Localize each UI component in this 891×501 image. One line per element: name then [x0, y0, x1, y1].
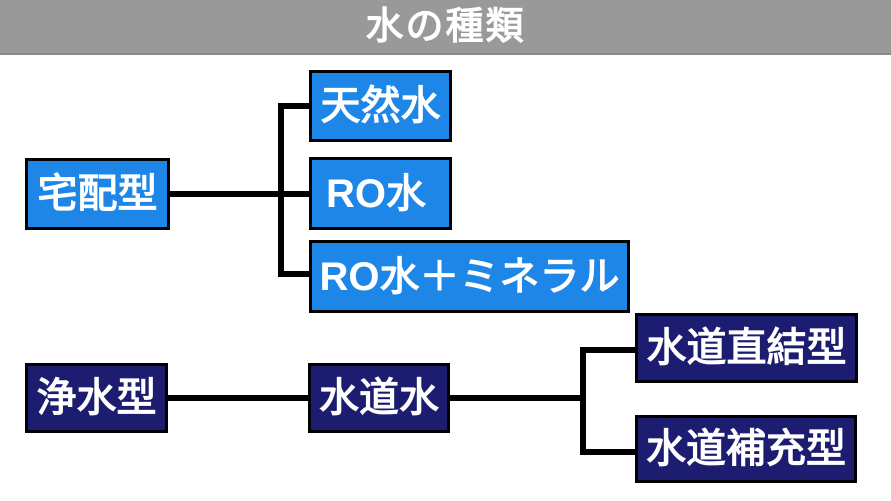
- connector-left-vertical: [278, 103, 284, 277]
- connector-right-vertical: [580, 347, 586, 455]
- connector-suidosui-trunk: [450, 395, 586, 401]
- node-natural-water: 天然水: [309, 70, 452, 142]
- node-direct-plumbing-type: 水道直結型: [635, 313, 858, 383]
- node-delivery-type: 宅配型: [25, 158, 170, 230]
- connector-stub-chokketsu: [580, 347, 635, 353]
- connector-josui-suidosui: [168, 395, 308, 401]
- node-purifier-type: 浄水型: [25, 363, 168, 433]
- node-tap-water: 水道水: [308, 363, 450, 433]
- page-title: 水の種類: [365, 5, 526, 48]
- node-ro-water: RO水: [309, 157, 452, 230]
- node-ro-water-plus-mineral: RO水＋ミネラル: [309, 240, 630, 313]
- connector-takuhai-trunk: [170, 191, 309, 197]
- connector-stub-tennensui: [278, 103, 309, 109]
- connector-stub-ro-mineral: [278, 271, 309, 277]
- connector-stub-hoju: [580, 449, 635, 455]
- title-bar: 水の種類: [0, 0, 891, 55]
- node-refill-type: 水道補充型: [635, 415, 857, 483]
